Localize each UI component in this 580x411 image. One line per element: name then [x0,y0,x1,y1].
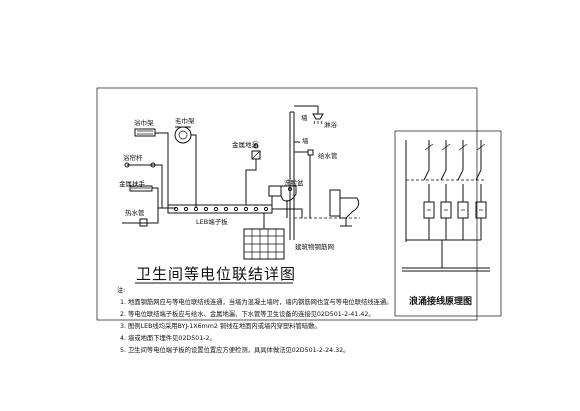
hot-water-pipe-icon [122,218,148,227]
label-floor-drain: 金属地漏 [232,140,259,149]
label-water-supply-pipe: 给水管 [318,151,338,160]
diagram-title: 卫生间等电位联结详图 [136,265,296,283]
label-washbasin: 洗脸盆 [284,178,304,187]
wall-left-icon [289,111,295,240]
note-4: 4. 墙或地面下埋件见02D501-2。 [120,333,216,342]
surge-branch-1 [423,140,435,240]
label-leb-box: LEB端子板 [196,217,228,226]
drawing-frame [96,87,478,321]
toilet-icon [329,189,360,227]
surge-branch-2 [440,140,452,240]
water-supply-pipe-icon [294,149,314,205]
floor-drain-icon [245,143,261,205]
towel-rack-icon [134,128,156,137]
surge-wiring-diagram [394,130,502,317]
label-shower: 淋浴 [324,120,338,129]
note-2: 2. 等电位联结端子板应与给水、金属地漏、下水管等卫生设备的连接见02D501-… [120,309,375,318]
note-3: 3. 图例LEB线均采用BYJ-1X6mm2 铜线在地面内或墙内穿塑料管暗敷。 [120,321,321,330]
surge-branch-3 [457,140,469,240]
rebar-mesh-icon [243,213,285,260]
equipotential-diagram: 浴巾架 毛巾架 浴帘杆 金属扶手 热水管 [119,105,360,260]
notes-heading: 注: [117,285,125,294]
hand-towel-rack-icon [174,126,192,144]
note-5: 5. 卫生间等电位端子板的设置位置应方便检测，具具体做法见02D501-2-24… [120,345,349,354]
label-wall-left: 墙 [301,113,308,122]
curtain-rod-icon [124,162,156,168]
leb-terminal-box [167,204,273,214]
label-towel-rack: 浴巾架 [134,118,154,127]
note-1: 1. 地面钢筋网应与等电位联结线连通，当墙为混凝土墙时，墙内钢筋网也宜与等电位联… [120,297,392,306]
label-curtain-rod: 浴帘杆 [123,153,143,162]
shower-icon [294,105,324,125]
label-grab-bar: 金属扶手 [119,179,146,188]
surge-branch-4 [475,140,487,240]
label-wall-right: 墙 [302,136,309,145]
label-hand-towel-rack: 毛巾架 [175,116,195,125]
label-rebar-mesh: 建筑物钢筋网 [295,242,334,251]
surge-diagram-title: 浪涌接线原理图 [409,295,472,307]
label-hot-water-pipe: 热水管 [125,208,145,217]
washbasin-icon [268,185,297,218]
